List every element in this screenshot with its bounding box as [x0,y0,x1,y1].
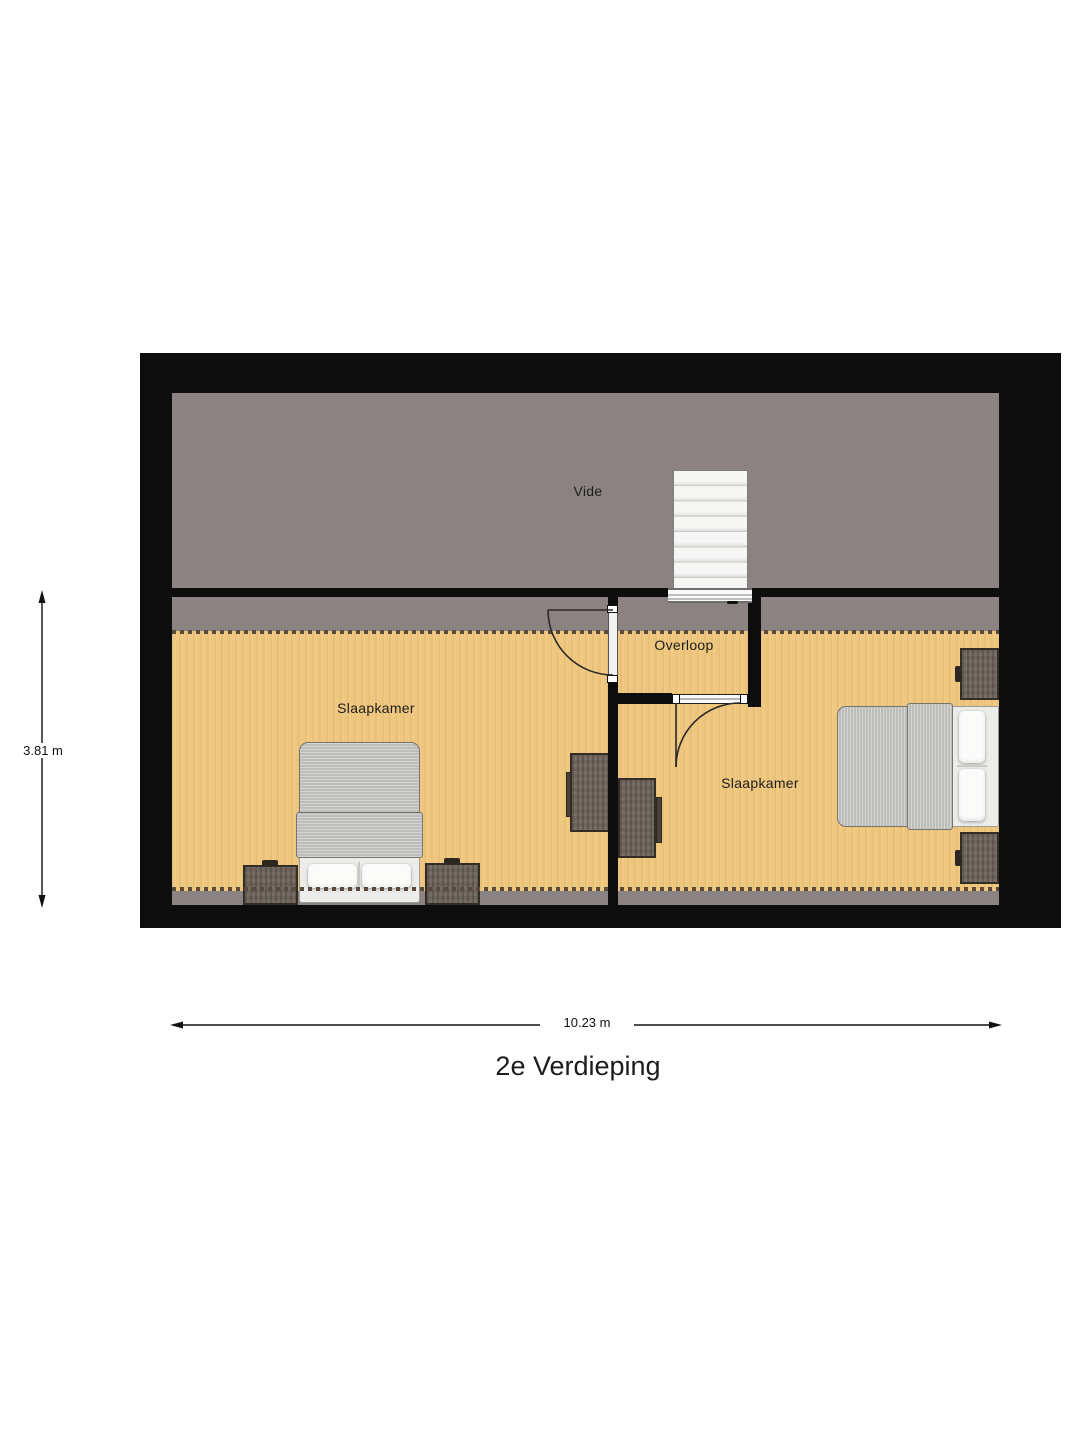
nightstand [960,648,999,700]
pillow-crease [957,765,987,767]
bed-duvet-fold [907,703,953,830]
knee-wall-dash-bottom [172,887,999,891]
door-jamb [672,694,680,704]
nightstand [243,865,298,905]
room-label-vide: Vide [573,483,603,499]
pillow [308,864,357,888]
sill-line [668,594,752,596]
desk-chair [656,797,662,843]
staircase-landing-sill [668,588,752,603]
knee-wall-dash-top [172,630,999,634]
nightstand-handle [955,850,961,866]
sill-line [680,698,740,700]
overloop-left-wall-stub [608,588,618,605]
door-opening-sill [680,694,740,704]
width-dimension-label: 10.23 m [540,1015,634,1030]
double-bed-right [837,703,999,830]
nightstand-handle [262,860,278,866]
pillow [362,864,411,888]
door-opening-panel [608,613,618,675]
overloop-bottom-wall [608,693,672,704]
stair-direction-mark [727,601,738,604]
door-jamb [740,694,748,704]
nightstand-handle [444,858,460,864]
room-label-overloop: Overloop [654,637,714,653]
overloop-right-wall [748,588,761,707]
floor-title: 2e Verdieping [495,1051,661,1081]
door-jamb [607,675,618,683]
nightstand [960,832,999,884]
pillow-crease [358,862,360,890]
pillow [959,769,985,821]
vide-wall-right-segment [752,588,999,597]
sloped-ceiling-strip-top [172,597,999,631]
bed-duvet [837,706,909,827]
vide-wall-left-segment [172,588,668,597]
room-label-slaapkamer-left: Slaapkamer [337,700,415,716]
bedroom-dividing-wall [608,683,618,905]
bed-duvet-fold [296,812,423,858]
sill-line [668,598,752,600]
floorplan-floor-area: Vide Overloop Slaapkamer Slaapkamer [172,393,999,905]
floorplan-outer-walls: Vide Overloop Slaapkamer Slaapkamer [140,353,1061,928]
bed-duvet [299,742,420,814]
desk-right-bedroom [618,778,656,858]
nightstand-handle [955,666,961,682]
double-bed-left [296,742,423,903]
vide-floor-region [172,393,999,588]
nightstand [425,863,480,905]
door-jamb [607,605,618,613]
height-dimension-label: 3.81 m [14,743,72,758]
staircase [673,470,748,592]
room-label-slaapkamer-right: Slaapkamer [721,775,799,791]
desk-left-bedroom [570,753,611,832]
pillow [959,711,985,763]
